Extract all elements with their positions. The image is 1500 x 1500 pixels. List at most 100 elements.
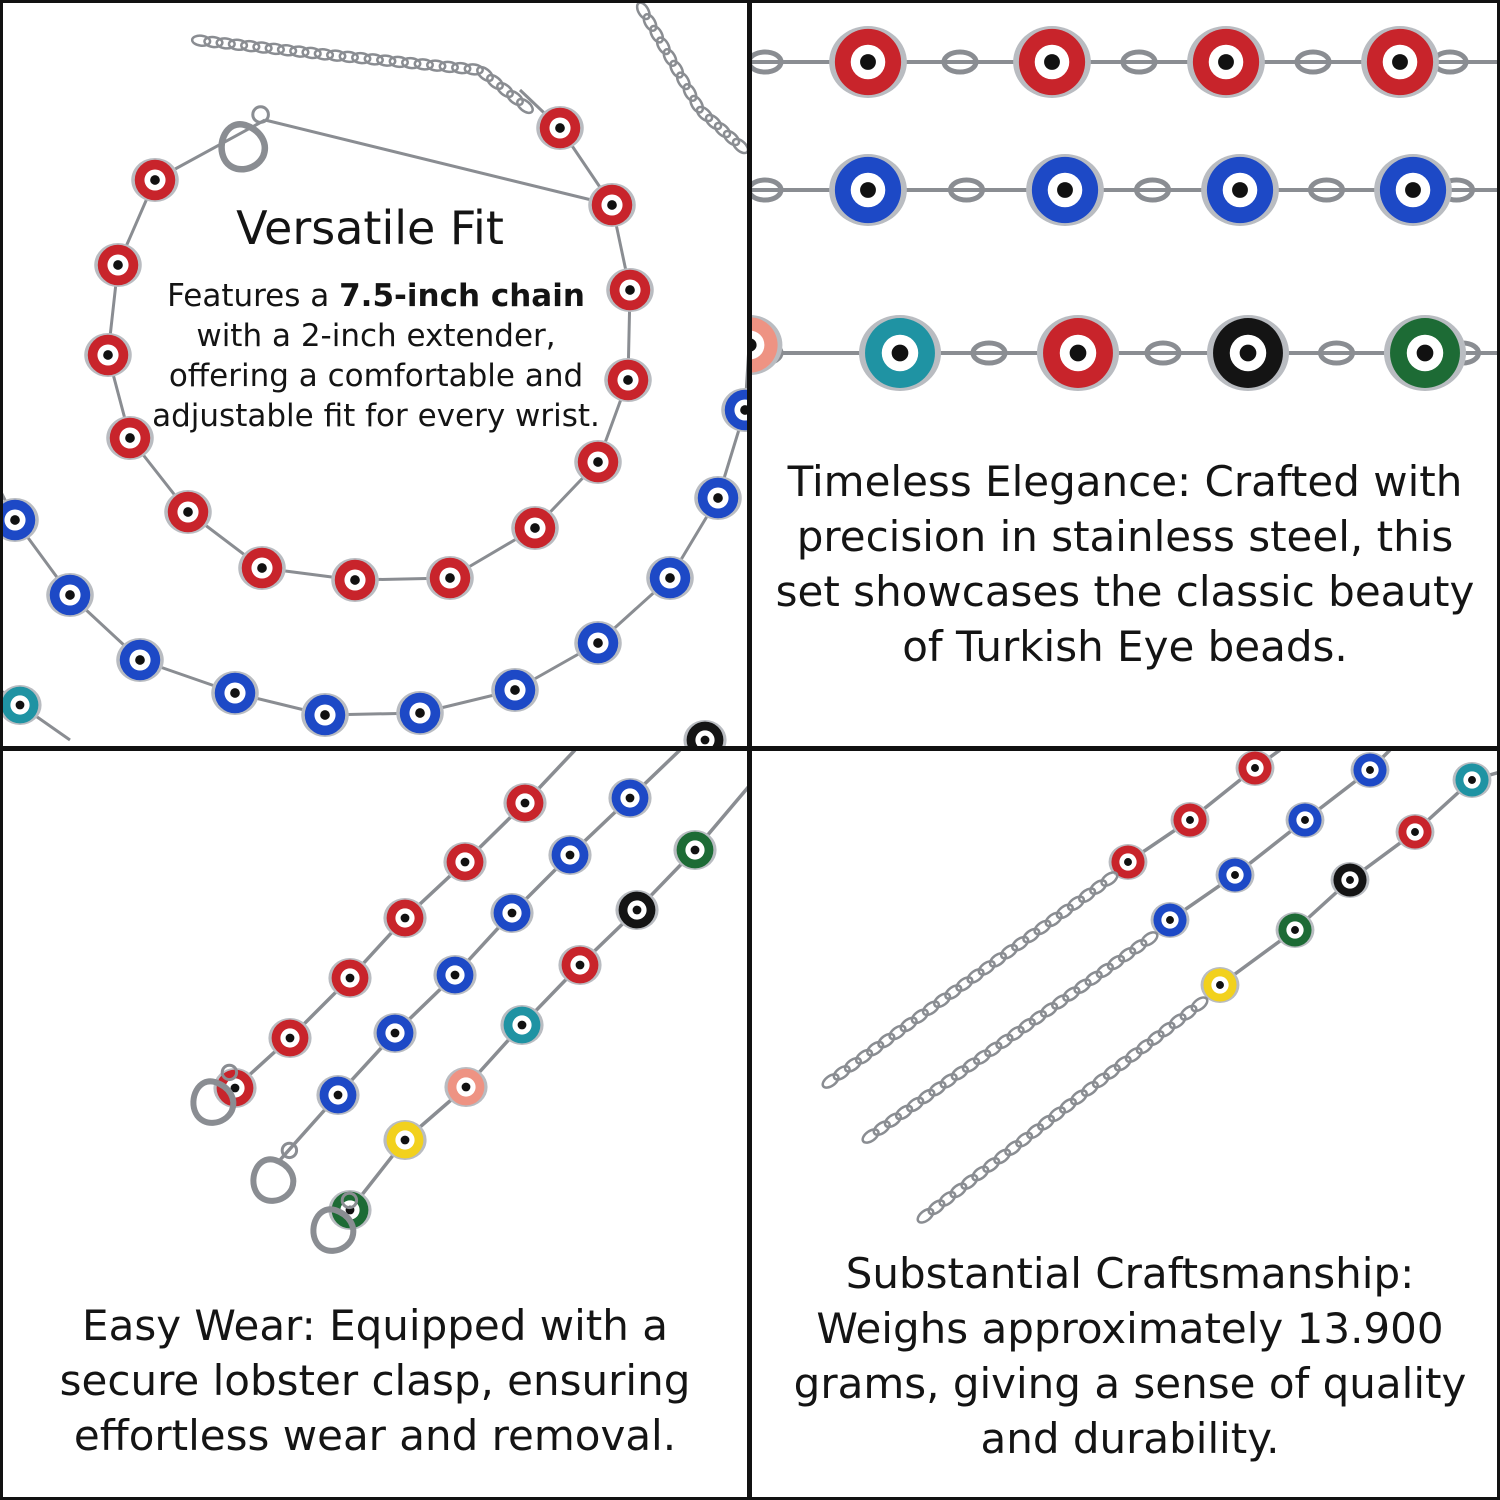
extender-link bbox=[1044, 911, 1063, 928]
eye-pupil bbox=[1069, 344, 1087, 362]
extender-link bbox=[1073, 978, 1092, 995]
extender-link bbox=[916, 1207, 935, 1224]
chain-link bbox=[750, 49, 784, 75]
extender-link bbox=[689, 94, 705, 114]
chain-link bbox=[1294, 49, 1332, 75]
bracelet-loop-image bbox=[0, 1, 750, 750]
versatile-fit-description: Features a 7.5-inch chain with a 2-inch … bbox=[150, 276, 602, 436]
clasp-ring bbox=[220, 1063, 239, 1082]
extender-link bbox=[955, 976, 974, 992]
eye-pupil bbox=[285, 1033, 295, 1043]
extender-link bbox=[1095, 962, 1114, 979]
eye-pupil bbox=[400, 913, 410, 923]
eye-pupil bbox=[517, 1020, 527, 1030]
extender-link bbox=[669, 59, 685, 79]
eye-pupil bbox=[400, 1135, 410, 1145]
clasp-strands-image bbox=[190, 750, 750, 1254]
eye-pupil bbox=[700, 735, 710, 745]
extender-link bbox=[1022, 927, 1041, 944]
extender-link bbox=[939, 1073, 958, 1089]
extender-link bbox=[338, 50, 359, 64]
extender-link bbox=[463, 63, 484, 76]
extender-link bbox=[1140, 931, 1159, 947]
frame-right bbox=[1497, 0, 1500, 1500]
extender-link bbox=[944, 984, 963, 1000]
eye-pupil bbox=[1124, 858, 1132, 866]
eye-pupil bbox=[593, 457, 603, 467]
eye-pupil bbox=[607, 200, 617, 210]
eye-pupil bbox=[713, 493, 723, 503]
eye-pupil bbox=[333, 1090, 343, 1100]
extender-link bbox=[854, 1048, 874, 1065]
extender-link bbox=[682, 83, 698, 102]
eye-pupil bbox=[183, 507, 193, 517]
chain-link bbox=[1318, 340, 1355, 366]
fit-text-bold: 7.5-inch chain bbox=[339, 278, 585, 314]
extender-link bbox=[413, 58, 434, 71]
extender-link bbox=[1015, 1131, 1034, 1148]
extender-link bbox=[451, 61, 472, 75]
extender-link bbox=[1017, 1017, 1036, 1034]
eye-pupil bbox=[860, 182, 876, 198]
craftsmanship-caption: Substantial Craftsmanship: Weighs approx… bbox=[793, 1249, 1467, 1463]
fit-text-suffix: with a 2-inch extender, offering a comfo… bbox=[152, 318, 600, 434]
eye-pupil bbox=[1232, 182, 1248, 198]
eye-pupil bbox=[103, 350, 113, 360]
extender-link bbox=[438, 60, 459, 74]
easy-wear-caption: Easy Wear: Equipped with a secure lobste… bbox=[59, 1301, 691, 1460]
eye-pupil bbox=[450, 970, 460, 980]
extender-link bbox=[938, 1190, 957, 1207]
extender-link bbox=[1078, 887, 1097, 904]
extender-link bbox=[1084, 970, 1103, 987]
extender-link bbox=[1069, 1089, 1088, 1106]
extender-link bbox=[1028, 1009, 1048, 1026]
timeless-elegance-caption: Timeless Elegance: Crafted with precisio… bbox=[775, 457, 1475, 671]
extender-link bbox=[1124, 1046, 1143, 1064]
extender-link bbox=[1135, 1038, 1154, 1055]
extender-link bbox=[1117, 946, 1137, 963]
eye-pupil bbox=[623, 375, 633, 385]
extender-link bbox=[1011, 935, 1030, 952]
extender-link bbox=[861, 1128, 880, 1144]
extender-link bbox=[1006, 1025, 1025, 1042]
extender-link bbox=[326, 49, 347, 62]
frame-top bbox=[0, 0, 1500, 3]
panel-easy-wear: Easy Wear: Equipped with a secure lobste… bbox=[0, 750, 750, 1500]
extender-link bbox=[821, 1073, 840, 1089]
extender-link bbox=[982, 1156, 1001, 1174]
extender-link bbox=[289, 45, 310, 58]
extender-link bbox=[662, 48, 678, 67]
eye-pupil bbox=[1392, 54, 1408, 70]
eye-pupil bbox=[565, 850, 575, 860]
extender-link bbox=[899, 1016, 918, 1033]
extender-link bbox=[1066, 895, 1086, 912]
eye-pupil bbox=[15, 700, 25, 710]
eye-pupil bbox=[665, 573, 675, 583]
eye-pupil bbox=[415, 708, 425, 718]
extender-link bbox=[1168, 1013, 1187, 1030]
extender-link bbox=[949, 1182, 968, 1199]
eye-pupil bbox=[1218, 54, 1234, 70]
eye-pupil bbox=[891, 344, 909, 362]
extender-link bbox=[276, 43, 298, 57]
lobster-clasp bbox=[250, 1156, 297, 1204]
extender-link bbox=[496, 81, 514, 99]
extender-link bbox=[1058, 1097, 1077, 1114]
bead-rows-image bbox=[750, 26, 1500, 391]
lobster-clasp bbox=[310, 1206, 357, 1254]
extender-link bbox=[1113, 1055, 1132, 1072]
extender-link bbox=[843, 1056, 862, 1073]
extender-link bbox=[506, 89, 524, 107]
extender-link bbox=[832, 1065, 851, 1081]
eye-pupil bbox=[625, 793, 635, 803]
extender-link bbox=[950, 1065, 969, 1081]
frame-left bbox=[0, 0, 3, 1500]
eye-pupil bbox=[1346, 876, 1354, 884]
extender-link bbox=[1051, 994, 1070, 1010]
extender-link bbox=[351, 51, 372, 65]
extender-link bbox=[966, 968, 985, 984]
panel-versatile-fit: Versatile Fit Features a 7.5-inch chain … bbox=[0, 0, 750, 750]
extender-link bbox=[910, 1008, 929, 1025]
extender-link bbox=[1179, 1004, 1198, 1021]
extender-link bbox=[376, 54, 397, 67]
